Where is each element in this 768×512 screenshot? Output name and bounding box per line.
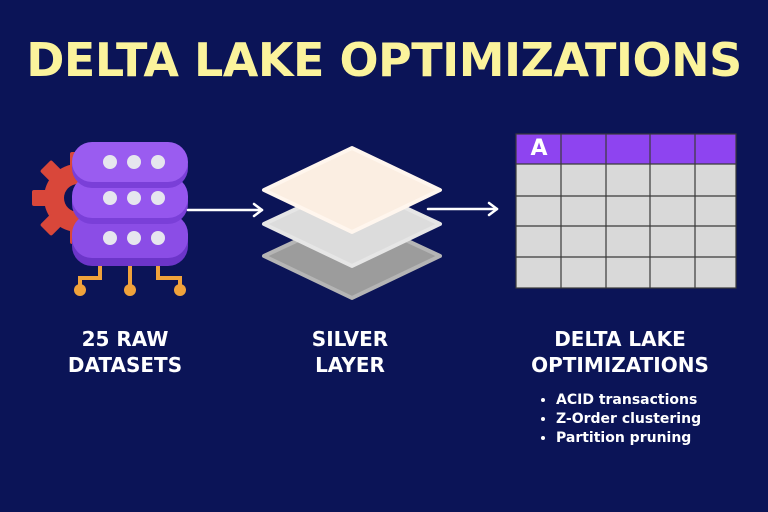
connector-lines xyxy=(78,260,182,290)
stage-label-line: SILVER xyxy=(311,327,389,351)
page-title: DELTA LAKE OPTIMIZATIONS xyxy=(26,33,742,87)
layers-icon xyxy=(262,146,442,300)
arrow-right-icon xyxy=(186,202,264,218)
feature-item: Partition pruning xyxy=(556,429,701,448)
feature-item: ACID transactions xyxy=(556,391,701,410)
stage-label-line: LAYER xyxy=(315,353,385,377)
feature-list: ACID transactions Z-Order clustering Par… xyxy=(532,391,701,448)
stage-silver-layer-label: SILVER LAYER xyxy=(270,326,430,378)
stage-raw-datasets-label: 25 RAW DATASETS xyxy=(40,326,210,378)
database-icon xyxy=(72,142,188,266)
stage-label-line: DATASETS xyxy=(67,353,183,377)
stage-label-line: DELTA LAKE xyxy=(554,327,686,351)
stage-optimizations-label: DELTA LAKE OPTIMIZATIONS xyxy=(500,326,740,378)
table-header-letter: A xyxy=(530,136,548,161)
table-icon xyxy=(515,133,737,289)
feature-item: Z-Order clustering xyxy=(556,410,701,429)
arrow-right-icon xyxy=(426,201,499,217)
stage-label-line: OPTIMIZATIONS xyxy=(531,353,709,377)
stage-label-line: 25 RAW xyxy=(81,327,169,351)
